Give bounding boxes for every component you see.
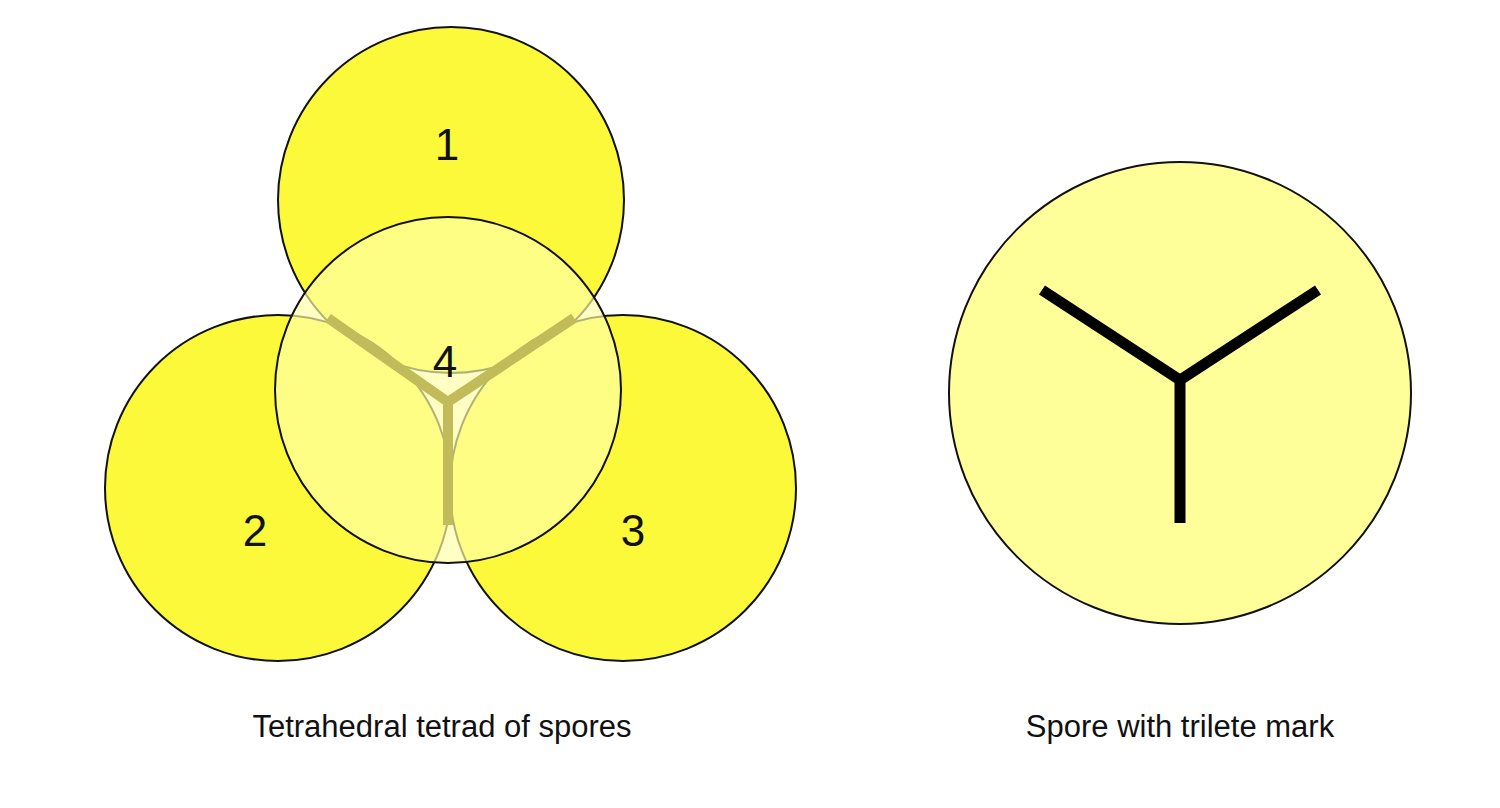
spore-number: 3 <box>621 509 645 553</box>
spore-number: 4 <box>433 340 457 384</box>
spore-outline <box>273 215 623 565</box>
spore-shape <box>275 217 621 563</box>
spore-number: 1 <box>435 123 459 167</box>
caption-label: Tetrahedral tetrad of spores <box>252 710 631 744</box>
spore-circle: 4 <box>273 215 623 565</box>
spore-outline <box>949 162 1411 624</box>
trilete-mark <box>1042 290 1318 523</box>
trilete-mark <box>328 318 574 525</box>
caption-label: Spore with trilete mark <box>1026 710 1334 744</box>
spore-number: 2 <box>243 509 267 553</box>
